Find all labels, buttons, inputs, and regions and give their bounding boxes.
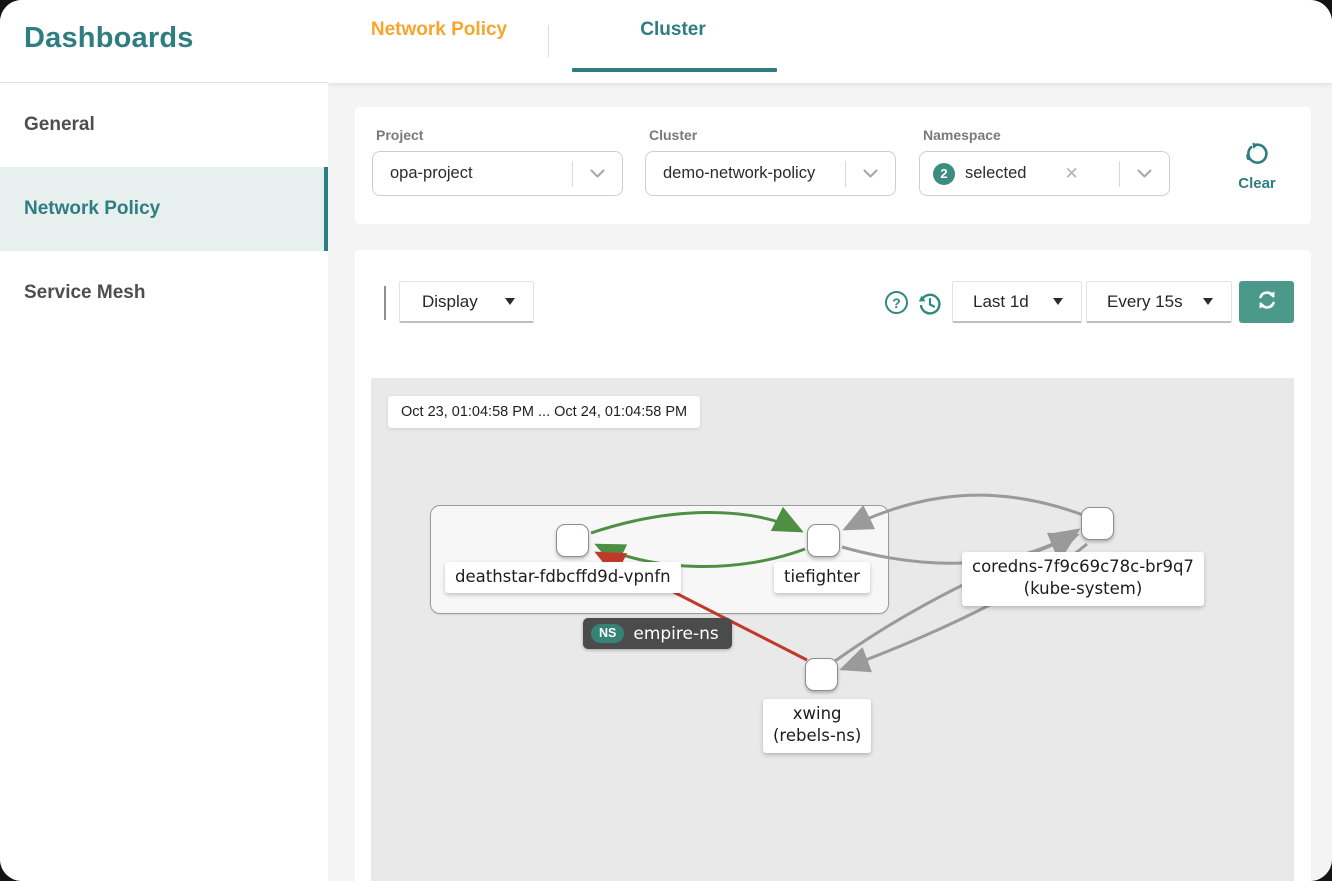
help-icon[interactable]: ? — [885, 291, 908, 314]
reset-icon — [1243, 142, 1271, 172]
select-divider — [845, 160, 846, 187]
page-title: Dashboards — [24, 22, 194, 54]
chevron-down-icon[interactable] — [846, 169, 895, 179]
ns-tag: NS — [591, 624, 625, 643]
node-deathstar[interactable] — [556, 524, 589, 557]
ns-name: empire-ns — [633, 623, 719, 644]
project-select[interactable]: opa-project — [372, 151, 623, 196]
graph-time-window: Oct 23, 01:04:58 PM ... Oct 24, 01:04:58… — [388, 396, 701, 428]
namespace-badge: NS empire-ns — [583, 618, 732, 649]
clear-label: Clear — [1238, 175, 1276, 192]
sidebar-header: Dashboards — [0, 0, 328, 83]
history-icon[interactable] — [917, 291, 941, 315]
cluster-value: demo-network-policy — [663, 164, 816, 182]
project-value: opa-project — [390, 164, 473, 182]
sidebar-item-network-policy[interactable]: Network Policy — [0, 167, 328, 251]
sidebar-item-label: Service Mesh — [24, 282, 146, 303]
refresh-interval-dropdown[interactable]: Every 15s — [1086, 281, 1232, 323]
node-label-tiefighter: tiefighter — [774, 562, 870, 594]
display-label: Display — [422, 291, 478, 311]
selected-count-badge: 2 — [933, 162, 955, 185]
clear-filters-button[interactable]: Clear — [1229, 140, 1285, 192]
filter-card: Project opa-project Cluster — [355, 107, 1311, 224]
project-filter: Project opa-project — [372, 127, 623, 196]
refresh-button[interactable] — [1239, 281, 1294, 323]
edge-coredns-to-tiefighter[interactable] — [842, 493, 1084, 531]
sidebar-item-service-mesh[interactable]: Service Mesh — [0, 251, 328, 335]
node-coredns[interactable] — [1081, 507, 1114, 540]
tab-label: Cluster — [640, 19, 706, 40]
graph-card: Display ? Last 1d Every 15s — [355, 250, 1311, 881]
panel-resize-handle[interactable] — [384, 286, 386, 320]
refresh-interval-value: Every 15s — [1107, 291, 1183, 311]
tab-network-policy[interactable]: Network Policy — [330, 0, 548, 60]
refresh-icon — [1255, 288, 1279, 317]
namespace-label: Namespace — [923, 127, 1001, 143]
chevron-down-icon[interactable] — [573, 169, 622, 179]
cluster-label: Cluster — [649, 127, 698, 143]
tab-divider — [548, 25, 549, 57]
cluster-select[interactable]: demo-network-policy — [645, 151, 896, 196]
network-graph-canvas[interactable]: Oct 23, 01:04:58 PM ... Oct 24, 01:04:58… — [371, 378, 1294, 881]
chevron-down-icon[interactable] — [1120, 169, 1169, 179]
node-label-line: (rebels-ns) — [773, 726, 862, 746]
namespace-filter: Namespace 2 selected ✕ — [919, 127, 1170, 196]
node-label-xwing: xwing (rebels-ns) — [763, 699, 872, 753]
active-tab-indicator — [572, 68, 777, 72]
close-icon[interactable]: ✕ — [1064, 163, 1079, 183]
caret-down-icon — [505, 298, 515, 305]
main-panel: Network Policy Cluster Project opa-proje… — [328, 0, 1332, 881]
time-range-value: Last 1d — [973, 291, 1029, 311]
project-label: Project — [376, 127, 424, 143]
sidebar-item-label: Network Policy — [24, 198, 161, 219]
sidebar: Dashboards General Network Policy Servic… — [0, 0, 328, 881]
tab-label: Network Policy — [370, 19, 508, 40]
node-tiefighter[interactable] — [807, 524, 840, 557]
tab-cluster[interactable]: Cluster — [564, 0, 782, 60]
node-label-coredns: coredns-7f9c69c78c-br9q7 (kube-system) — [962, 552, 1204, 606]
node-label-line: (kube-system) — [1023, 579, 1143, 599]
namespace-value: selected — [965, 164, 1027, 182]
caret-down-icon — [1053, 298, 1063, 305]
select-divider — [572, 160, 573, 187]
node-xwing[interactable] — [805, 658, 838, 691]
edge-deathstar-to-tiefighter[interactable] — [590, 506, 804, 535]
time-range-dropdown[interactable]: Last 1d — [952, 281, 1082, 323]
content-area: Project opa-project Cluster — [328, 83, 1332, 881]
namespace-select[interactable]: 2 selected ✕ — [919, 151, 1170, 196]
node-label-line: coredns-7f9c69c78c-br9q7 — [972, 557, 1194, 576]
tab-bar: Network Policy Cluster — [328, 0, 1332, 83]
select-divider — [1119, 160, 1120, 187]
caret-down-icon — [1203, 298, 1213, 305]
cluster-filter: Cluster demo-network-policy — [645, 127, 896, 196]
namespace-group-empire-ns[interactable] — [430, 505, 889, 614]
node-label-deathstar: deathstar-fdbcffd9d-vpnfn — [445, 562, 681, 594]
sidebar-item-general[interactable]: General — [0, 83, 328, 167]
sidebar-item-label: General — [24, 114, 95, 135]
display-dropdown[interactable]: Display — [399, 281, 534, 323]
node-label-line: xwing — [792, 704, 842, 723]
